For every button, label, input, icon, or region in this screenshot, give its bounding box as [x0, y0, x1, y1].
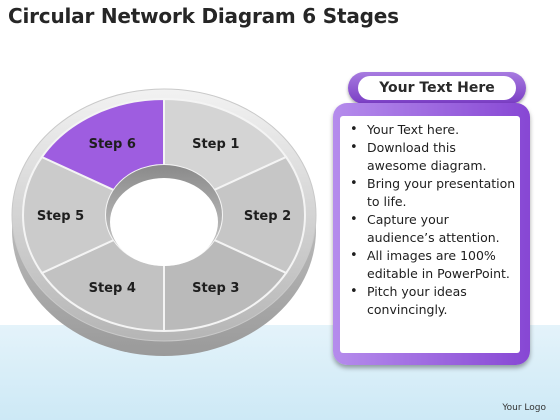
bullet-item: Pitch your ideas convincingly. [340, 283, 516, 319]
text-panel: Your Text here. Download this awesome di… [333, 103, 530, 365]
text-header-pill: Your Text Here [348, 72, 526, 104]
text-panel-body: Your Text here. Download this awesome di… [340, 116, 520, 353]
text-header: Your Text Here [379, 80, 495, 96]
bullet-item: Capture your audience’s attention. [340, 211, 516, 247]
inner-hole [110, 178, 218, 266]
bullet-item: Download this awesome diagram. [340, 139, 516, 175]
label-step-3: Step 3 [192, 281, 239, 296]
bullet-item: All images are 100% editable in PowerPoi… [340, 247, 516, 283]
text-header-inner: Your Text Here [358, 76, 516, 100]
bullet-item: Bring your presentation to life. [340, 175, 516, 211]
label-step-1: Step 1 [192, 137, 239, 152]
bullet-item: Your Text here. [340, 121, 516, 139]
label-step-4: Step 4 [89, 281, 136, 296]
bullet-list: Your Text here. Download this awesome di… [340, 116, 520, 319]
label-step-6: Step 6 [89, 137, 136, 152]
footer-logo: Your Logo [502, 403, 546, 413]
label-step-5: Step 5 [37, 209, 84, 224]
circular-diagram: Step 1 Step 2 Step 3 Step 4 Step 5 Step 6 [11, 88, 317, 356]
label-step-2: Step 2 [244, 209, 291, 224]
page-title: Circular Network Diagram 6 Stages [8, 4, 399, 28]
